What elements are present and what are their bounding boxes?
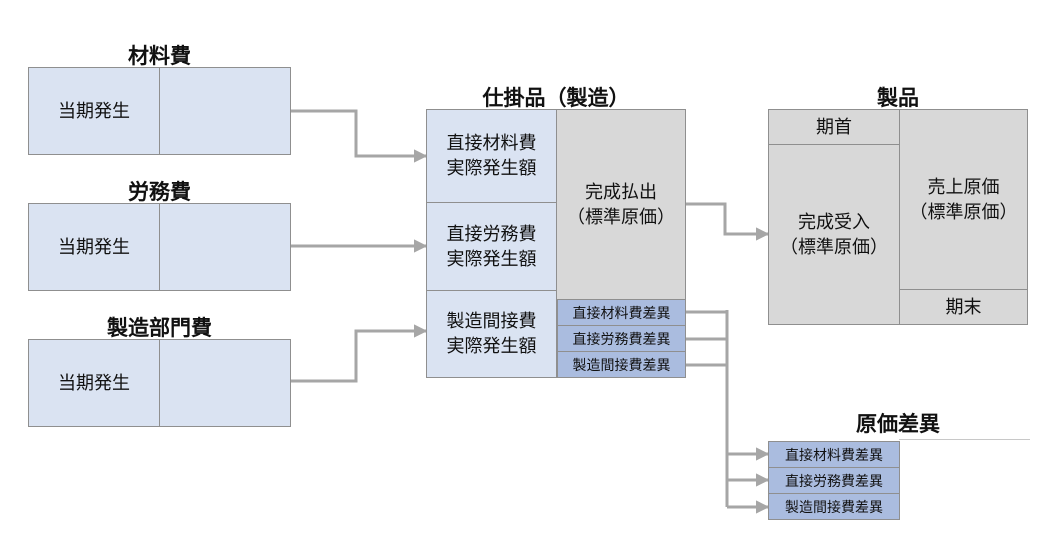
wip-debit-material-line1: 直接材料費 bbox=[446, 133, 537, 154]
product-opening-cell: 期首 bbox=[768, 109, 900, 145]
wip-credit-completed-line1: 完成払出 bbox=[585, 181, 657, 203]
product-closing-label: 期末 bbox=[945, 296, 982, 318]
wip-credit-completed-cell: 完成払出 （標準原価） bbox=[556, 109, 686, 300]
materials-credit-cell bbox=[159, 67, 291, 155]
wip-variance-labor-label: 直接労務費差異 bbox=[572, 331, 671, 348]
overhead-debit-label: 当期発生 bbox=[58, 372, 130, 394]
variance-item-material-label: 直接材料費差異 bbox=[785, 447, 883, 464]
variance-item-labor: 直接労務費差異 bbox=[768, 467, 900, 494]
arrow-overhead-to-wip bbox=[291, 324, 428, 383]
product-opening-label: 期首 bbox=[816, 116, 852, 138]
variance-item-labor-label: 直接労務費差異 bbox=[785, 473, 883, 490]
wip-variance-overhead-label: 製造間接費差異 bbox=[572, 357, 671, 374]
product-received-line2: （標準原価） bbox=[780, 236, 888, 258]
wip-credit-completed-line2: （標準原価） bbox=[567, 206, 675, 228]
variance-item-overhead-label: 製造間接費差異 bbox=[785, 499, 883, 516]
wip-debit-material-line2: 実際発生額 bbox=[446, 158, 537, 179]
labor-credit-cell bbox=[159, 203, 291, 291]
wip-variance-material-label: 直接材料費差異 bbox=[572, 305, 671, 322]
arrow-wip-to-product bbox=[686, 202, 770, 241]
product-closing-cell: 期末 bbox=[899, 289, 1028, 325]
product-received-line1: 完成受入 bbox=[798, 211, 870, 233]
wip-debit-material-cell: 直接材料費 実際発生額 bbox=[426, 109, 557, 203]
variance-account-title: 原価差異 bbox=[856, 412, 940, 436]
materials-debit-label: 当期発生 bbox=[58, 100, 130, 122]
product-cogs-line1: 売上原価 bbox=[927, 176, 1000, 198]
overhead-debit-cell: 当期発生 bbox=[28, 339, 160, 427]
wip-debit-overhead-cell: 製造間接費 実際発生額 bbox=[426, 290, 557, 378]
variance-account-divider bbox=[899, 439, 1030, 440]
arrow-materials-to-wip bbox=[291, 109, 428, 163]
overhead-credit-cell bbox=[159, 339, 291, 427]
wip-debit-overhead-line1: 製造間接費 bbox=[446, 311, 537, 332]
wip-debit-labor-line1: 直接労務費 bbox=[446, 223, 537, 245]
product-received-cell: 完成受入 （標準原価） bbox=[768, 144, 900, 325]
wip-debit-labor-cell: 直接労務費 実際発生額 bbox=[426, 202, 557, 291]
overhead-account-title: 製造部門費 bbox=[107, 316, 212, 340]
wip-account-title: 仕掛品（製造） bbox=[482, 86, 630, 110]
labor-account-title: 労務費 bbox=[128, 180, 191, 204]
product-cogs-cell: 売上原価 （標準原価） bbox=[899, 109, 1028, 290]
variance-item-overhead: 製造間接費差異 bbox=[768, 493, 900, 520]
wip-variance-material: 直接材料費差異 bbox=[557, 299, 686, 326]
wip-debit-labor-line2: 実際発生額 bbox=[446, 248, 537, 270]
wip-variance-overhead: 製造間接費差異 bbox=[557, 351, 686, 378]
labor-debit-cell: 当期発生 bbox=[28, 203, 160, 291]
wip-variance-labor: 直接労務費差異 bbox=[557, 325, 686, 352]
wip-debit-overhead-line2: 実際発生額 bbox=[446, 336, 537, 357]
variance-item-material: 直接材料費差異 bbox=[768, 441, 900, 468]
materials-account-title: 材料費 bbox=[128, 44, 191, 68]
labor-debit-label: 当期発生 bbox=[58, 236, 130, 258]
product-account-title: 製品 bbox=[877, 86, 919, 110]
materials-debit-cell: 当期発生 bbox=[28, 67, 160, 155]
product-cogs-line2: （標準原価） bbox=[909, 201, 1018, 223]
